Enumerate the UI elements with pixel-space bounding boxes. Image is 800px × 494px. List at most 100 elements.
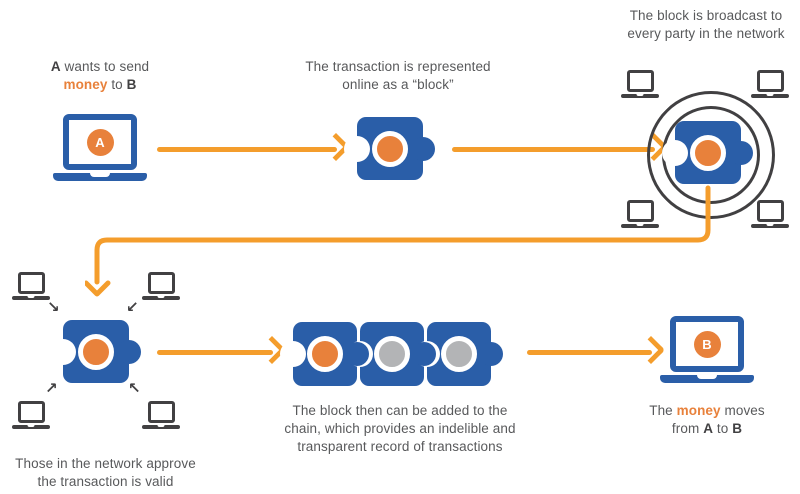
laptop-b-icon: B <box>660 316 754 383</box>
block-core <box>372 130 408 167</box>
block-notch <box>344 135 370 162</box>
block-core <box>307 336 343 372</box>
caption-text: money <box>63 77 108 92</box>
caption-line: online as a “block” <box>278 76 518 94</box>
caption-text: to <box>713 421 733 436</box>
laptop-base <box>621 94 659 98</box>
caption-line: A wants to send <box>10 58 190 76</box>
laptop-base <box>12 296 50 300</box>
network-laptop-icon <box>621 70 659 98</box>
caption-line: Those in the network approve <box>3 455 208 473</box>
broadcast-block-icon <box>662 121 753 184</box>
caption-text: money <box>676 403 721 418</box>
caption-text: moves <box>720 403 765 418</box>
block-bump <box>345 342 369 366</box>
block-bump <box>412 342 436 366</box>
approve-arrow-se-icon: ↘ <box>47 298 60 316</box>
laptop-screen <box>17 272 45 294</box>
laptop-base <box>142 296 180 300</box>
arrow-right-icon <box>452 132 669 164</box>
caption-text: every party in the network <box>627 26 785 41</box>
laptop-screen <box>756 70 784 92</box>
laptop-screen <box>756 200 784 222</box>
caption-text: B <box>126 77 137 92</box>
arrow-right-icon <box>527 335 666 367</box>
caption-text: The <box>649 403 677 418</box>
network-laptop-icon <box>142 272 180 300</box>
laptop-base <box>751 224 789 228</box>
laptop-screen <box>147 272 175 294</box>
caption-text: B <box>732 421 743 436</box>
caption-text: A <box>50 59 61 74</box>
network-laptop-icon <box>12 401 50 429</box>
laptop-base <box>12 425 50 429</box>
caption-text: wants to send <box>60 59 150 74</box>
network-laptop-icon <box>621 200 659 228</box>
caption-text: the transaction is valid <box>37 474 174 489</box>
network-laptop-icon <box>751 200 789 228</box>
chain-block-icon <box>414 322 503 386</box>
block-core <box>78 333 114 370</box>
caption-text: The transaction is represented <box>305 59 491 74</box>
block-bump <box>729 140 753 165</box>
block-bump <box>411 136 435 161</box>
caption-text: chain, which provides an indelible and <box>284 421 516 436</box>
receiver-badge: B <box>693 330 721 358</box>
caption-line: chain, which provides an indelible and <box>272 420 528 438</box>
caption-line: The block is broadcast to <box>612 7 800 25</box>
caption-text: from <box>671 421 704 436</box>
caption-text: to <box>107 77 127 92</box>
laptop-screen <box>147 401 175 423</box>
caption-text: A <box>703 421 714 436</box>
laptop-base <box>621 224 659 228</box>
chain-block-icon <box>280 322 369 386</box>
arrow-shaft <box>452 146 655 152</box>
step2-caption: The transaction is represented online as… <box>278 58 518 94</box>
block-core <box>441 336 477 372</box>
chain-block-icon <box>347 322 436 386</box>
sender-badge: A <box>86 128 114 156</box>
laptop-screen <box>626 70 654 92</box>
block-notch <box>662 139 688 166</box>
elbow-arrow-icon <box>85 185 711 297</box>
step3-caption: The block is broadcast to every party in… <box>612 7 800 43</box>
block-bump <box>479 342 503 366</box>
block-icon <box>344 117 435 180</box>
approve-arrow-nw-icon: ↖ <box>128 379 141 397</box>
block-notch <box>280 341 306 367</box>
step4-caption: Those in the network approve the transac… <box>3 455 208 491</box>
laptop-screen: A <box>63 114 137 170</box>
laptop-base <box>751 94 789 98</box>
caption-text: online as a “block” <box>342 77 454 92</box>
arrow-right-icon <box>157 335 287 367</box>
caption-line: The transaction is represented <box>278 58 518 76</box>
block-notch <box>50 338 76 365</box>
block-bump <box>117 339 141 364</box>
approve-arrow-ne-icon: ↗ <box>45 379 58 397</box>
caption-text: The block is broadcast to <box>629 8 783 23</box>
laptop-base <box>660 375 754 383</box>
caption-line: every party in the network <box>612 25 800 43</box>
arrow-shaft <box>157 146 337 152</box>
caption-line: The money moves <box>612 402 800 420</box>
caption-text: The block then can be added to the <box>292 403 508 418</box>
step1-caption: A wants to send money to B <box>10 58 190 94</box>
network-laptop-icon <box>142 401 180 429</box>
caption-line: transparent record of transactions <box>272 438 528 456</box>
caption-line: the transaction is valid <box>3 473 208 491</box>
laptop-base <box>142 425 180 429</box>
block-core <box>690 134 726 171</box>
caption-line: The block then can be added to the <box>272 402 528 420</box>
laptop-base <box>53 173 147 181</box>
laptop-screen: B <box>670 316 744 372</box>
network-laptop-icon <box>751 70 789 98</box>
laptop-screen <box>626 200 654 222</box>
caption-line: money to B <box>10 76 190 94</box>
caption-text: transparent record of transactions <box>297 439 503 454</box>
arrow-shaft <box>527 349 652 355</box>
network-laptop-icon <box>12 272 50 300</box>
arrow-right-icon <box>157 132 351 164</box>
laptop-screen <box>17 401 45 423</box>
arrow-shaft <box>157 349 273 355</box>
